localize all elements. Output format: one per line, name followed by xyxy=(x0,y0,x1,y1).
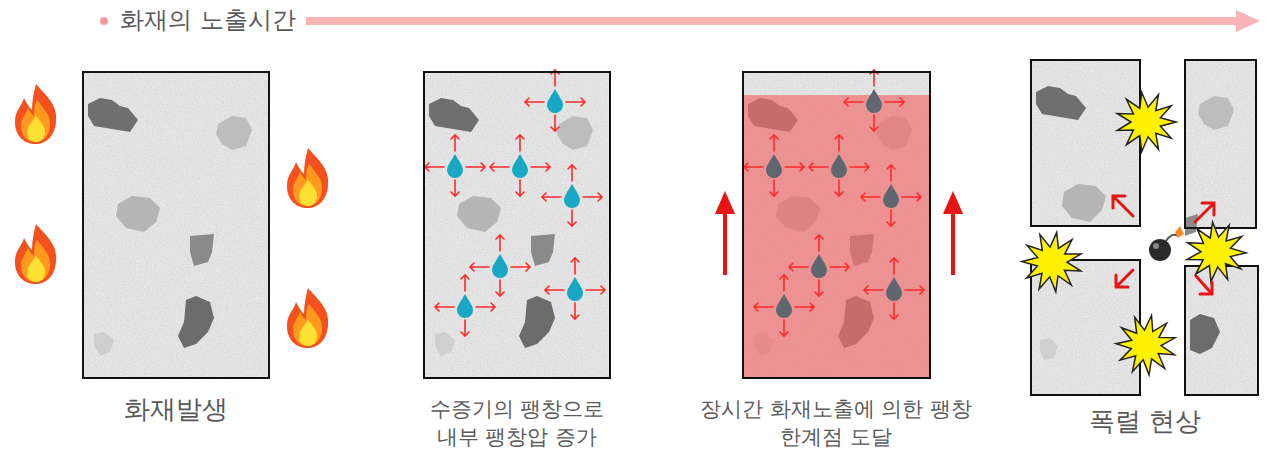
stage-panel: 수증기의 팽창으로 내부 팽창압 증가 xyxy=(410,72,625,451)
diagram-title: 화재의 노출시간 xyxy=(120,4,296,36)
stage-caption: 수증기의 팽창으로 내부 팽창압 증가 xyxy=(410,396,625,451)
stage-caption: 폭렬 현상 xyxy=(1089,404,1201,438)
stage-caption: 장시간 화재노출에 의한 팽창 한계점 도달 xyxy=(691,396,981,451)
stage-caption: 화재발생 xyxy=(124,392,228,426)
stage-panel: 장시간 화재노출에 의한 팽창 한계점 도달 xyxy=(691,72,981,451)
stage-panel: 폭렬 현상 xyxy=(1027,58,1263,438)
stage-panel: 화재발생 xyxy=(66,72,286,426)
